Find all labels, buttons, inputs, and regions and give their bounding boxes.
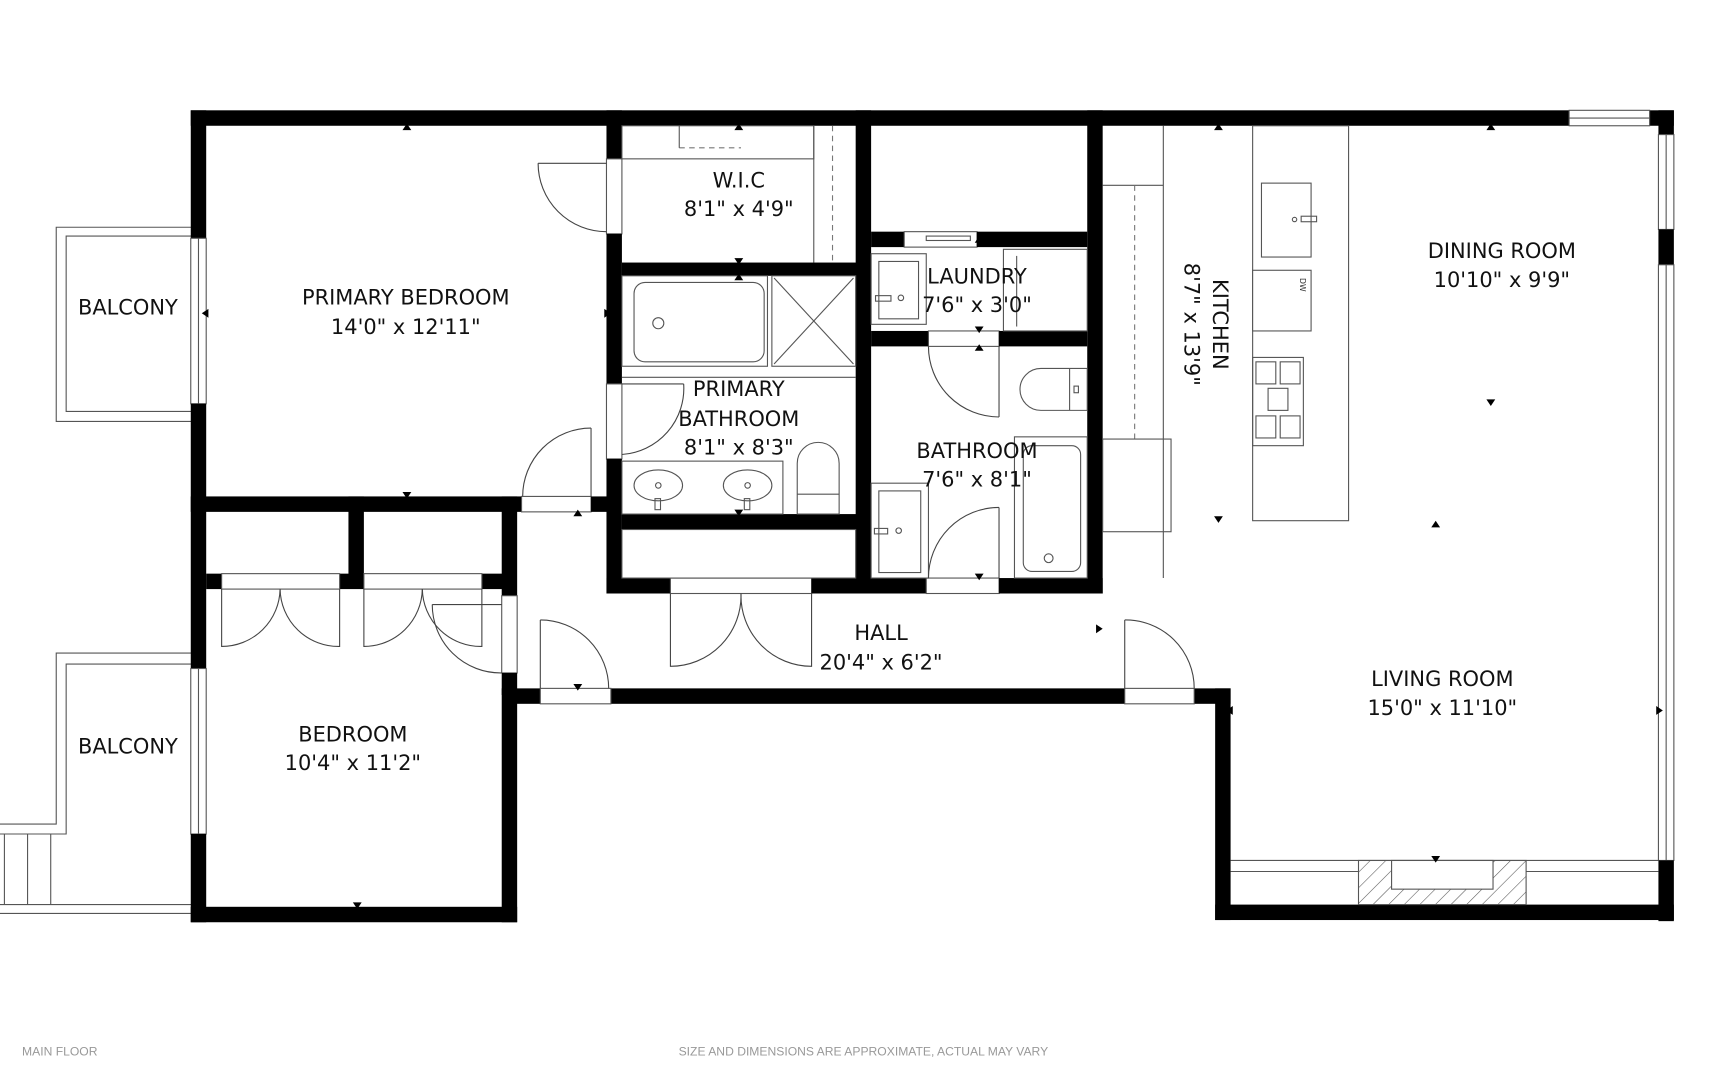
interior-walls [190,110,1103,695]
exterior-walls [190,109,1675,923]
living-room-dims: 15'0" x 11'10" [1367,696,1517,720]
balcony-lower-name: BALCONY [78,734,178,758]
primary-bedroom-name: PRIMARY BEDROOM [302,285,510,309]
dining-room-dims: 10'10" x 9'9" [1434,268,1570,292]
floor-label: MAIN FLOOR [22,1045,98,1059]
wic-name: W.I.C [713,169,765,193]
wic-dims: 8'1" x 4'9" [684,197,794,221]
bathroom-name: BATHROOM [916,439,1037,463]
laundry-name: LAUNDRY [927,265,1027,289]
dimension-markers [201,123,1663,910]
living-room-name: LIVING ROOM [1371,667,1513,691]
kitchen-dims: 8'7" x 13'9" [1179,263,1203,386]
hall-name: HALL [854,621,908,645]
balcony-upper-name: BALCONY [78,295,178,319]
primary-bedroom-dims: 14'0" x 12'11" [331,315,481,339]
primary-bathroom-name-2: BATHROOM [678,407,799,431]
bedroom-dims: 10'4" x 11'2" [285,751,421,775]
dishwasher-label: DW [1298,278,1307,292]
primary-bathroom-name-1: PRIMARY [693,377,785,401]
room-labels: PRIMARY BEDROOM 14'0" x 12'11" W.I.C 8'1… [78,169,1576,775]
fixtures: DW [621,125,1659,906]
bathroom-dims: 7'6" x 8'1" [922,467,1032,491]
kitchen-name: KITCHEN [1208,279,1232,370]
hall-dims: 20'4" x 6'2" [820,651,943,675]
dining-room-name: DINING ROOM [1428,239,1576,263]
laundry-dims: 7'6" x 3'0" [922,293,1032,317]
disclaimer: SIZE AND DIMENSIONS ARE APPROXIMATE, ACT… [679,1045,1049,1059]
doors [221,162,1195,689]
balcony-upper [55,226,195,422]
bedroom-name: BEDROOM [298,722,407,746]
balcony-lower [0,652,195,914]
primary-bathroom-dims: 8'1" x 8'3" [684,436,794,460]
